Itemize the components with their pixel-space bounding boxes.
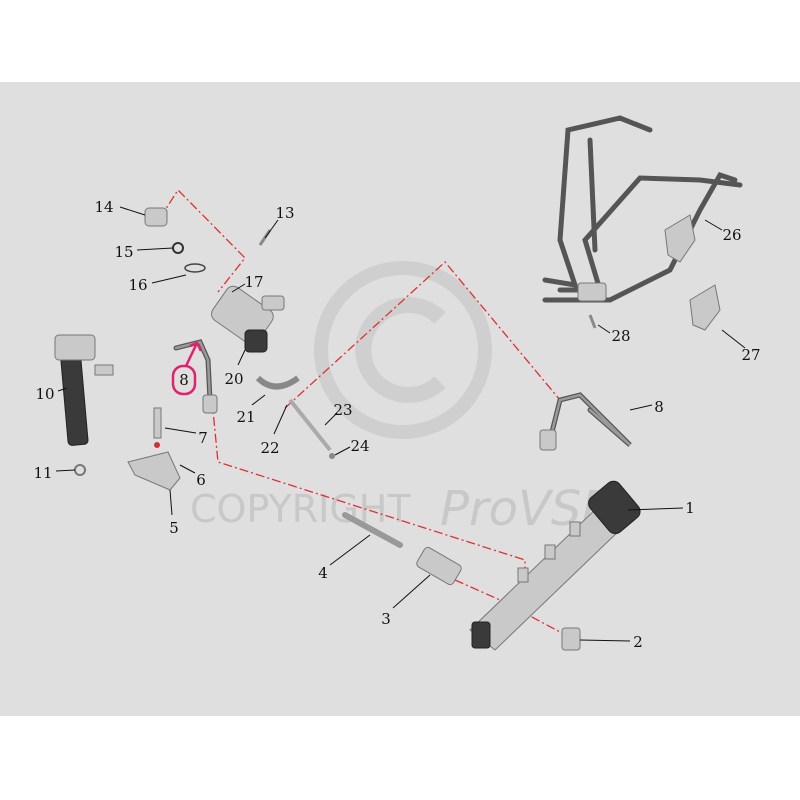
callout-26[interactable]: 26: [722, 226, 741, 244]
part-14: [144, 207, 168, 227]
callout-labels: 1 2 3 4 5 6 7 8 10 11 13 14 15 16 17 20 …: [33, 198, 760, 651]
leader-lines: [55, 206, 746, 642]
part-28-screw: [588, 314, 597, 329]
callout-14[interactable]: 14: [94, 198, 113, 216]
callout-28[interactable]: 28: [611, 327, 630, 345]
watermark-copyright: COPYRIGHT: [190, 487, 411, 531]
callout-15[interactable]: 15: [114, 243, 133, 261]
part-8-pipe-end: [202, 394, 218, 414]
highlight-part-8[interactable]: 8: [171, 341, 203, 396]
callout-10[interactable]: 10: [35, 385, 54, 403]
callout-13[interactable]: 13: [275, 204, 294, 222]
fuel-hose-assembly: [542, 115, 743, 303]
callout-7[interactable]: 7: [198, 429, 208, 447]
callout-2[interactable]: 2: [633, 633, 643, 651]
part-21-bracket: [255, 375, 300, 390]
part-16-clip: [184, 263, 206, 273]
part-7-bolt: [153, 407, 162, 439]
callout-5[interactable]: 5: [169, 519, 179, 537]
part-11-washer: [74, 464, 86, 476]
copyright-symbol: [314, 261, 492, 439]
callout-8[interactable]: 8: [654, 398, 664, 416]
fuel-rail: [469, 480, 641, 651]
callout-11[interactable]: 11: [33, 464, 52, 482]
callout-3[interactable]: 3: [381, 610, 391, 628]
callout-27[interactable]: 27: [741, 346, 760, 364]
part-23-rod: [288, 398, 332, 452]
part-27-filter: [689, 284, 721, 331]
part-2-plug: [561, 627, 581, 651]
part-5-clamp: [127, 451, 181, 491]
callout-21[interactable]: 21: [236, 408, 255, 426]
part-4-pin: [342, 512, 403, 548]
guide-lines: [159, 188, 576, 641]
callout-22[interactable]: 22: [260, 439, 279, 457]
callout-8-highlight: 8: [179, 371, 189, 389]
part-6-washer: [154, 442, 160, 448]
callout-6[interactable]: 6: [196, 471, 206, 489]
part-15-oring: [172, 242, 184, 254]
callout-16[interactable]: 16: [128, 276, 147, 294]
callout-4[interactable]: 4: [318, 564, 328, 582]
callout-17[interactable]: 17: [244, 273, 263, 291]
part-3-sleeve: [416, 546, 462, 586]
callout-20[interactable]: 20: [224, 370, 243, 388]
part-24: [329, 453, 335, 459]
callout-23[interactable]: 23: [333, 401, 352, 419]
callout-1[interactable]: 1: [685, 499, 695, 517]
injector: [54, 334, 114, 446]
high-pressure-pump: [211, 285, 285, 353]
callout-24[interactable]: 24: [350, 437, 369, 455]
